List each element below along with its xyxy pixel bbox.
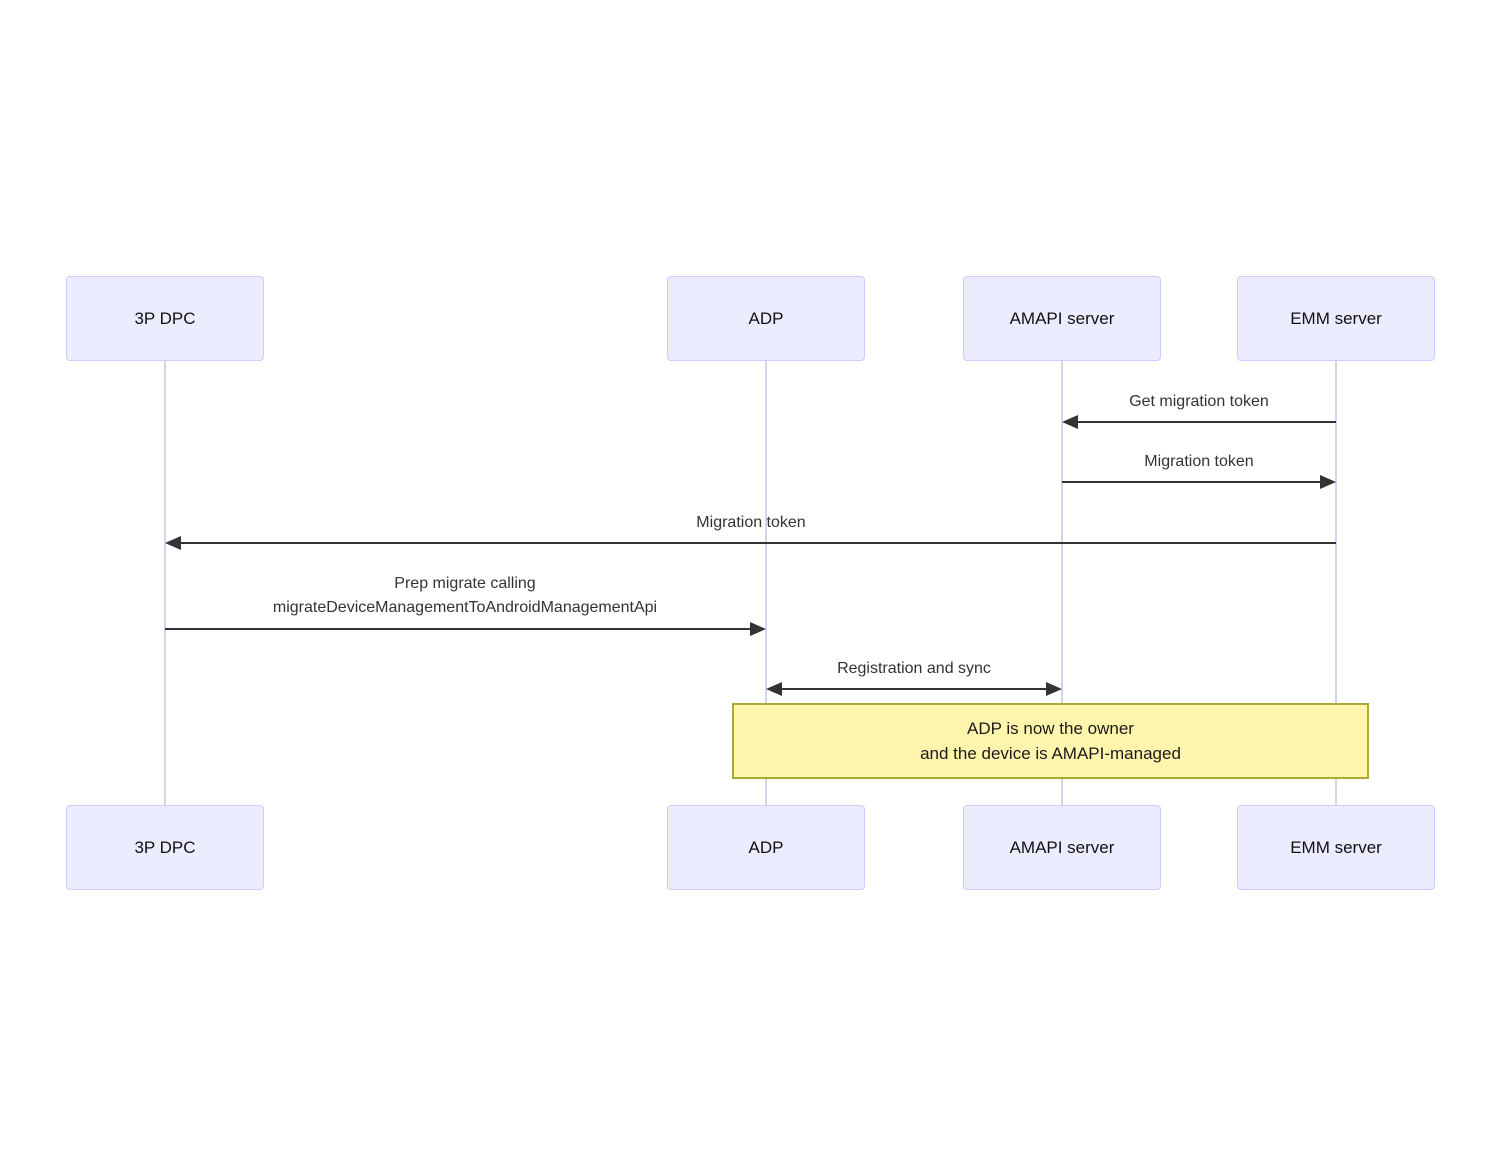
message-line bbox=[167, 542, 1336, 544]
actor-label: ADP bbox=[748, 308, 784, 328]
arrowhead-right-icon bbox=[1046, 682, 1062, 696]
message-label-line2: migrateDeviceManagementToAndroidManageme… bbox=[272, 599, 658, 616]
arrowhead-left-icon bbox=[1062, 415, 1078, 429]
lifeline-adp bbox=[765, 361, 767, 805]
note-line1: ADP is now the owner bbox=[967, 719, 1134, 738]
message-label-line1: Prep migrate calling bbox=[394, 575, 536, 592]
arrowhead-right-icon bbox=[1320, 475, 1336, 489]
message-label: Migration token bbox=[696, 514, 806, 531]
actor-label: 3P DPC bbox=[134, 308, 196, 328]
message-line bbox=[1062, 481, 1320, 483]
actor-top-3p-dpc: 3P DPC bbox=[66, 276, 264, 361]
actor-top-amapi-server: AMAPI server bbox=[963, 276, 1161, 361]
lifeline-amapi-server bbox=[1061, 361, 1063, 805]
message-line bbox=[768, 688, 1046, 690]
arrowhead-left-icon bbox=[165, 536, 181, 550]
actor-label: 3P DPC bbox=[134, 837, 196, 857]
actor-bottom-amapi-server: AMAPI server bbox=[963, 805, 1161, 890]
actor-label: EMM server bbox=[1290, 837, 1382, 857]
message-label: Registration and sync bbox=[837, 660, 991, 677]
actor-top-adp: ADP bbox=[667, 276, 865, 361]
actor-bottom-emm-server: EMM server bbox=[1237, 805, 1435, 890]
message-line bbox=[1064, 421, 1336, 423]
message-label: Prep migrate calling migrateDeviceManage… bbox=[273, 572, 657, 620]
message-label: Migration token bbox=[1144, 453, 1254, 470]
note-line2: and the device is AMAPI-managed bbox=[920, 744, 1181, 763]
lifeline-3p-dpc bbox=[164, 361, 166, 805]
lifeline-emm-server bbox=[1335, 361, 1337, 805]
actor-label: AMAPI server bbox=[1009, 308, 1115, 328]
actor-top-emm-server: EMM server bbox=[1237, 276, 1435, 361]
note-adp-owner: ADP is now the owner and the device is A… bbox=[732, 703, 1369, 779]
actor-label: ADP bbox=[748, 837, 784, 857]
arrowhead-left-icon bbox=[766, 682, 782, 696]
actor-label: EMM server bbox=[1290, 308, 1382, 328]
actor-label: AMAPI server bbox=[1009, 837, 1115, 857]
actor-bottom-adp: ADP bbox=[667, 805, 865, 890]
message-label: Get migration token bbox=[1129, 393, 1269, 410]
actor-bottom-3p-dpc: 3P DPC bbox=[66, 805, 264, 890]
arrowhead-right-icon bbox=[750, 622, 766, 636]
message-line bbox=[165, 628, 750, 630]
